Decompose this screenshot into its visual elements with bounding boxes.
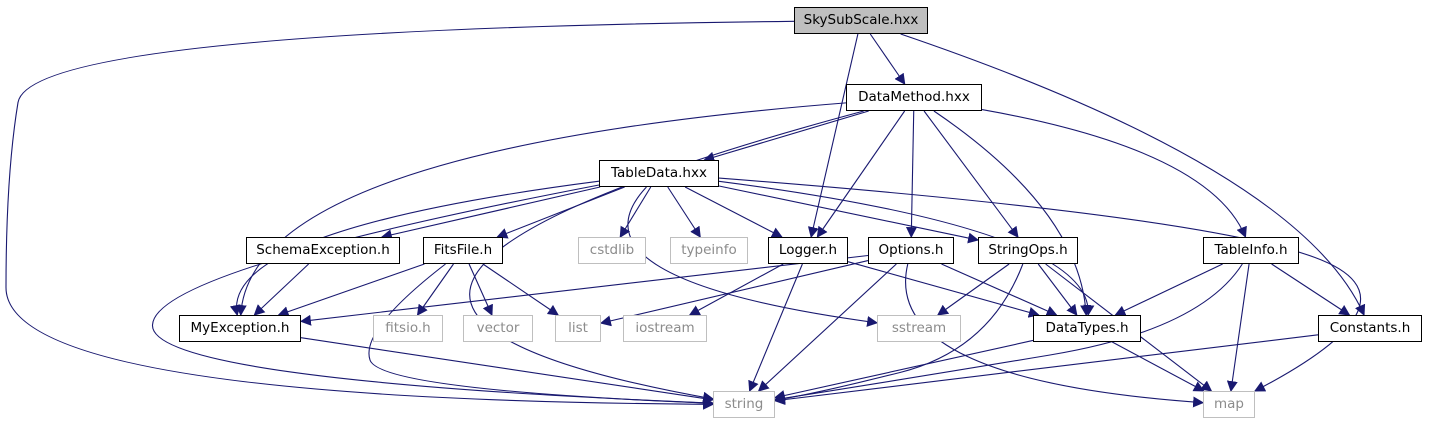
node-constants-h[interactable]: Constants.h [1318,315,1422,342]
edge-skysubscale-to-string [5,20,795,410]
edge-stringops-to-sstream [936,263,1010,316]
edge-datamethod-to-datatypes [933,110,1092,317]
node-label: iostream [635,319,695,336]
node-options-h[interactable]: Options.h [868,237,954,264]
node-tabledata-hxx[interactable]: TableData.hxx [599,160,719,187]
edge-fitsfile-to-myexception [277,263,425,317]
edge-schemaexception-to-myexception [253,263,310,316]
node-label: Options.h [878,241,944,258]
node-stringops-h[interactable]: StringOps.h [978,237,1078,264]
edge-datamethod-to-myexception [235,102,847,317]
node-skysubscale-hxx[interactable]: SkySubScale.hxx [794,7,928,34]
node-label: string [724,395,764,412]
node-myexception-h[interactable]: MyException.h [179,315,301,342]
edge-fitsfile-to-list [482,263,560,316]
node-string: string [713,391,775,418]
node-label: StringOps.h [988,241,1068,258]
edge-datatypes-to-string [773,339,1034,401]
edge-logger-to-iostream [688,263,784,316]
node-list: list [555,315,601,342]
edge-datamethod-to-stringops [923,110,1019,238]
edge-options-to-map [905,263,1205,408]
edge-tabledata-to-typeinfo [667,186,701,238]
node-label: Constants.h [1329,319,1411,336]
edge-datamethod-to-options [905,110,917,239]
edge-skysubscale-to-datamethod [869,33,906,85]
edge-options-to-datatypes [941,263,1058,317]
node-label: vector [476,319,520,336]
node-label: TableInfo.h [1214,241,1288,258]
node-label: Logger.h [778,241,838,258]
node-label: map [1214,395,1244,412]
node-cstdlib: cstdlib [578,237,646,264]
edge-tableinfo-to-map [1226,263,1250,393]
node-typeinfo: typeinfo [670,237,748,264]
node-label: DataMethod.hxx [858,88,970,105]
node-logger-h[interactable]: Logger.h [768,237,848,264]
node-vector: vector [463,315,533,342]
node-label: typeinfo [681,241,737,258]
node-fitsfile-h[interactable]: FitsFile.h [423,237,503,264]
edge-tabledata-to-schemaexception [380,186,601,241]
edge-tableinfo-to-string [773,263,1243,404]
node-label: fitsio.h [385,319,431,336]
node-map: map [1203,391,1255,418]
node-label: cstdlib [589,241,635,258]
node-label: FitsFile.h [433,241,493,258]
edge-options-to-string [757,263,897,392]
edge-tableinfo-to-datatypes [1114,263,1223,316]
node-label: SkySubScale.hxx [803,11,919,28]
edge-datamethod-to-logger [816,110,906,238]
edge-datamethod-to-tabledata [703,110,869,163]
edge-tabledata-to-logger [684,186,783,238]
node-label: MyException.h [190,319,290,336]
node-label: DataTypes.h [1045,319,1129,336]
edge-datamethod-to-tableinfo [981,109,1247,239]
edge-constants-to-string [773,334,1319,406]
edge-options-to-list [599,260,869,327]
node-datamethod-hxx[interactable]: DataMethod.hxx [846,84,982,111]
node-datatypes-h[interactable]: DataTypes.h [1033,315,1141,342]
node-fitsio-h: fitsio.h [373,315,443,342]
node-schemaexception-h[interactable]: SchemaException.h [246,237,400,264]
node-label: list [568,319,588,336]
edge-logger-to-string [748,263,803,393]
node-label: SchemaException.h [256,241,390,258]
edge-logger-to-datatypes [847,261,1040,318]
edge-tableinfo-to-constants [1271,263,1351,316]
edge-fitsfile-to-fitsio [416,263,454,316]
edge-tabledata-to-fitsfile [496,186,625,239]
edge-tabledata-to-cstdlib [619,186,652,238]
node-tableinfo-h[interactable]: TableInfo.h [1203,237,1299,264]
node-label: sstream [891,319,947,336]
edge-skysubscale-to-logger [807,33,859,239]
edge-stringops-to-datatypes [1037,263,1078,316]
edge-options-to-myexception [299,254,869,326]
edge-tabledata-to-sstream [627,186,879,327]
node-sstream: sstream [877,315,961,342]
node-label: TableData.hxx [611,164,707,181]
edge-fitsfile-to-vector [468,263,493,317]
node-iostream: iostream [623,315,707,342]
edge-skysubscale-to-constants [900,33,1366,317]
edge-tabledata-to-map [718,177,1362,392]
edge-myexception-to-string [300,337,715,404]
edge-tabledata-to-stringops [718,185,980,244]
edge-datatypes-to-map [1111,341,1205,392]
